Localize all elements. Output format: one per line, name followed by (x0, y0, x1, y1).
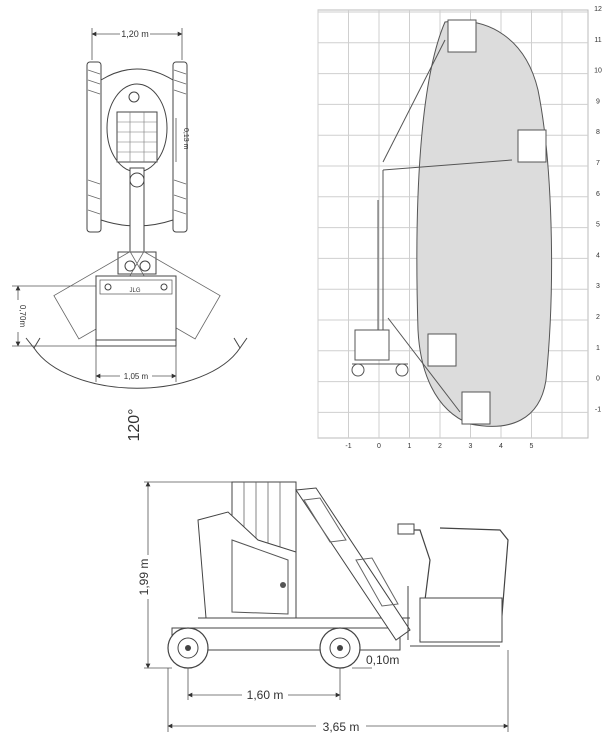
platform-width-label: 1,05 m (124, 372, 149, 381)
rotation-angle-label: 120° (126, 408, 143, 441)
x-tick-label: 2 (438, 443, 442, 450)
side-view-drawing: 1,99 m (137, 481, 509, 734)
x-tick-label: 5 (530, 443, 534, 450)
x-tick-label: 0 (377, 443, 381, 450)
x-tick-label: 1 (408, 443, 412, 450)
chart-basket-mid (517, 129, 547, 163)
x-tick-label: 4 (499, 443, 503, 450)
y-tick-label: 0 (596, 376, 600, 383)
height-label: 1,99 m (137, 559, 151, 596)
offset-label: 0,13 m (182, 128, 189, 150)
side-wheel-rear (167, 627, 209, 669)
chart-boom-horizontal (382, 159, 513, 171)
side-wheel-front (319, 627, 361, 669)
chart-basket-low (427, 333, 457, 367)
y-tick-label: 11 (594, 37, 601, 44)
chart-basket-top (447, 19, 477, 53)
y-tick-label: 8 (596, 129, 600, 136)
wheelbase-label: 1,60 m (247, 688, 284, 702)
chart-wheel-rear (351, 363, 365, 377)
chart-boom-lowered (387, 317, 461, 413)
mast-stack (116, 111, 158, 163)
width-label: 1,20 m (121, 29, 149, 39)
y-tick-label: 7 (596, 160, 600, 167)
y-tick-label: 2 (596, 314, 600, 321)
platform-depth-label: 0,70m (18, 305, 27, 328)
swing-arc (33, 347, 241, 389)
left-track (86, 61, 102, 233)
chart-machine-body (354, 329, 390, 361)
chart-wheel-front (395, 363, 409, 377)
ground-clearance-label: 0,10m (366, 653, 399, 667)
y-tick-label: 5 (596, 222, 600, 229)
top-view-drawing: 1,20 m 0,13 m (12, 27, 248, 442)
working-envelope (416, 20, 553, 427)
y-tick-label: 12 (594, 6, 602, 13)
y-tick-label: -1 (595, 406, 601, 413)
length-label: 3,65 m (323, 720, 360, 734)
brand-logo: JLG (129, 288, 140, 294)
x-tick-label: -1 (345, 443, 351, 450)
chart-boom-raised (382, 39, 446, 163)
x-axis-ticks: -1 0 1 2 3 4 5 (345, 443, 533, 450)
y-tick-label: 6 (596, 191, 600, 198)
side-basket-floor (419, 597, 503, 643)
y-tick-label: 4 (596, 252, 600, 259)
x-tick-label: 3 (469, 443, 473, 450)
y-tick-label: 10 (594, 68, 602, 75)
y-tick-label: 1 (596, 345, 600, 352)
chart-basket-bottom (461, 391, 491, 425)
y-tick-label: 3 (596, 283, 600, 290)
y-tick-label: 9 (596, 98, 600, 105)
side-boom (295, 487, 411, 641)
